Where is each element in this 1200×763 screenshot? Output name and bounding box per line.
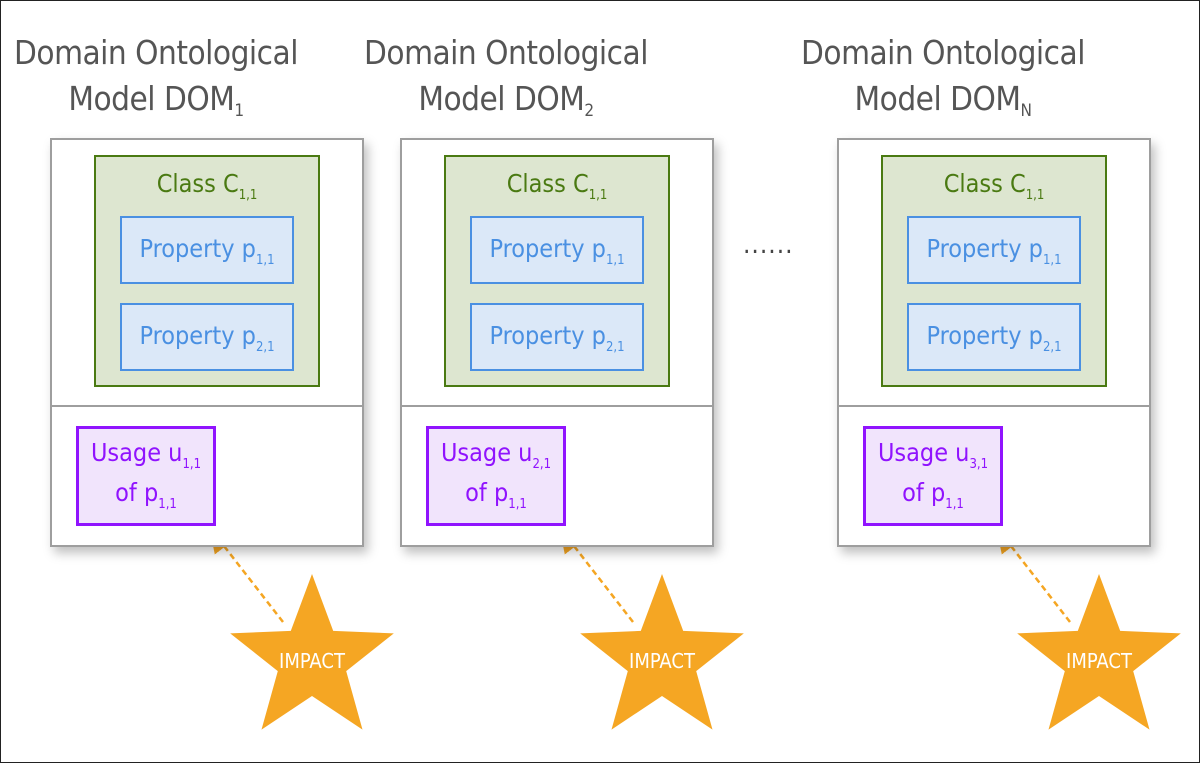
property-box: Property p2,1 xyxy=(907,303,1081,371)
class-box: Class C1,1 Property p1,1 Property p2,1 xyxy=(444,155,670,387)
usage-box: Usage u1,1 of p1,1 xyxy=(76,426,216,526)
usage-line1: Usage u3,1 xyxy=(866,433,1000,473)
impact-arrow xyxy=(996,527,1071,623)
property-box: Property p2,1 xyxy=(470,303,644,371)
usage-line2: of p1,1 xyxy=(79,473,213,513)
class-label: Class C1,1 xyxy=(96,169,318,202)
impact-star-icon xyxy=(580,574,744,730)
domain-model-box: Class C1,1 Property p1,1 Property p2,1 U… xyxy=(50,138,364,547)
impact-label: IMPACT xyxy=(279,649,346,673)
title-line1: Domain Ontological xyxy=(364,33,648,72)
class-subscript: 1,1 xyxy=(238,188,258,203)
ellipsis: ...... xyxy=(743,230,794,260)
impact-star-icon xyxy=(230,574,394,730)
class-subscript: 1,1 xyxy=(1025,188,1045,203)
property-subscript: 1,1 xyxy=(255,253,275,268)
usage-subscript: 3,1 xyxy=(969,457,989,472)
title-subscript: N xyxy=(1020,101,1032,121)
divider xyxy=(402,405,712,407)
class-label: Class C1,1 xyxy=(446,169,668,202)
usage-box: Usage u3,1 of p1,1 xyxy=(863,426,1003,526)
usage-of-subscript: 1,1 xyxy=(508,497,527,512)
divider xyxy=(52,405,362,407)
property-box: Property p2,1 xyxy=(120,303,294,371)
title-text: Model DOM xyxy=(68,79,235,118)
property-subscript: 1,1 xyxy=(1042,253,1062,268)
title-line2: Model DOM1 xyxy=(0,76,372,122)
domain-title: Domain Ontological Model DOM2 xyxy=(290,30,722,122)
class-box: Class C1,1 Property p1,1 Property p2,1 xyxy=(94,155,320,387)
impact-arrow xyxy=(559,527,634,623)
title-subscript: 1 xyxy=(234,101,244,121)
title-text: Model DOM xyxy=(418,79,585,118)
impact-label: IMPACT xyxy=(629,649,696,673)
domain-model-box: Class C1,1 Property p1,1 Property p2,1 U… xyxy=(400,138,714,547)
domain-column: Domain Ontological Model DOMN Class C1,1… xyxy=(787,0,1151,763)
class-subscript: 1,1 xyxy=(588,188,608,203)
property-subscript: 2,1 xyxy=(605,340,625,355)
class-box: Class C1,1 Property p1,1 Property p2,1 xyxy=(881,155,1107,387)
property-box: Property p1,1 xyxy=(907,216,1081,284)
title-line2: Model DOMN xyxy=(727,76,1159,122)
usage-line2: of p1,1 xyxy=(429,473,563,513)
usage-subscript: 2,1 xyxy=(532,457,552,472)
property-text: Property p xyxy=(489,234,606,263)
domain-title: Domain Ontological Model DOMN xyxy=(727,30,1159,122)
usage-line1: Usage u1,1 xyxy=(79,433,213,473)
usage-of-text: of p xyxy=(115,478,159,507)
usage-text: Usage u xyxy=(877,438,970,467)
domain-column: Domain Ontological Model DOM1 Class C1,1… xyxy=(0,0,364,763)
class-text: Class C xyxy=(506,169,589,198)
property-text: Property p xyxy=(926,321,1043,350)
property-box: Property p1,1 xyxy=(470,216,644,284)
property-subscript: 1,1 xyxy=(605,253,625,268)
title-subscript: 2 xyxy=(584,101,594,121)
property-text: Property p xyxy=(489,321,606,350)
property-subscript: 2,1 xyxy=(1042,340,1062,355)
usage-line1: Usage u2,1 xyxy=(429,433,563,473)
usage-of-subscript: 1,1 xyxy=(158,497,177,512)
usage-box: Usage u2,1 of p1,1 xyxy=(426,426,566,526)
title-line1: Domain Ontological xyxy=(801,33,1085,72)
property-text: Property p xyxy=(139,234,256,263)
divider xyxy=(839,405,1149,407)
domain-column: Domain Ontological Model DOM2 Class C1,1… xyxy=(350,0,714,763)
usage-text: Usage u xyxy=(440,438,533,467)
class-text: Class C xyxy=(943,169,1026,198)
property-box: Property p1,1 xyxy=(120,216,294,284)
domain-model-box: Class C1,1 Property p1,1 Property p2,1 U… xyxy=(837,138,1151,547)
title-line1: Domain Ontological xyxy=(14,33,298,72)
usage-of-text: of p xyxy=(902,478,946,507)
property-text: Property p xyxy=(926,234,1043,263)
class-text: Class C xyxy=(156,169,239,198)
usage-subscript: 1,1 xyxy=(182,457,202,472)
title-text: Model DOM xyxy=(854,79,1021,118)
usage-text: Usage u xyxy=(90,438,183,467)
impact-arrow xyxy=(209,527,284,623)
property-subscript: 2,1 xyxy=(255,340,275,355)
impact-label: IMPACT xyxy=(1066,649,1133,673)
usage-of-subscript: 1,1 xyxy=(945,497,964,512)
title-line2: Model DOM2 xyxy=(290,76,722,122)
domain-title: Domain Ontological Model DOM1 xyxy=(0,30,372,122)
usage-of-text: of p xyxy=(465,478,509,507)
impact-star-icon xyxy=(1017,574,1181,730)
property-text: Property p xyxy=(139,321,256,350)
class-label: Class C1,1 xyxy=(883,169,1105,202)
usage-line2: of p1,1 xyxy=(866,473,1000,513)
